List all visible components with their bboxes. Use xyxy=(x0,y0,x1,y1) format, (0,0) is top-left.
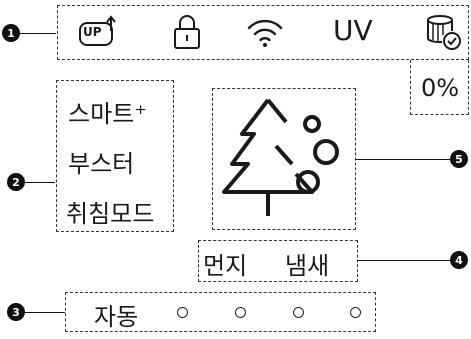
lock-icon xyxy=(170,12,204,52)
tree-icon xyxy=(220,94,350,222)
dust-label: 먼지 xyxy=(203,252,248,280)
fan-level-4-dot xyxy=(350,307,361,318)
wifi-icon xyxy=(245,13,285,51)
odor-label: 냄새 xyxy=(285,252,330,280)
uv-label: UV xyxy=(333,14,373,47)
mode-booster: 부스터 xyxy=(68,150,135,178)
auto-label: 자동 xyxy=(94,303,139,331)
callout-1-leader xyxy=(20,33,56,34)
callout-2: 2 xyxy=(7,173,25,191)
callout-2-leader xyxy=(25,182,55,183)
fan-level-3-dot xyxy=(293,307,304,318)
callout-4: 4 xyxy=(450,251,468,269)
up-icon xyxy=(76,14,120,52)
callout-4-leader xyxy=(358,260,450,261)
callout-5: 5 xyxy=(450,150,468,168)
fan-level-2-dot xyxy=(235,307,246,318)
fan-level-1-dot xyxy=(177,307,188,318)
mode-panel xyxy=(56,80,174,232)
mode-sleep: 취침모드 xyxy=(66,200,155,228)
tree-icon-panel xyxy=(212,88,356,230)
callout-3-leader xyxy=(25,312,65,313)
top-icon-group xyxy=(57,5,469,60)
callout-3: 3 xyxy=(7,303,25,321)
filter-percent-box xyxy=(410,60,469,115)
fan-speed-panel xyxy=(65,292,376,332)
callout-1: 1 xyxy=(2,24,20,42)
callout-5-leader xyxy=(356,159,450,160)
filter-icon xyxy=(421,10,465,54)
sensor-panel xyxy=(198,240,358,282)
mode-smart: 스마트⁺ xyxy=(68,100,147,128)
filter-percent: 0% xyxy=(421,74,460,102)
up-icon-label: UP xyxy=(83,25,102,39)
